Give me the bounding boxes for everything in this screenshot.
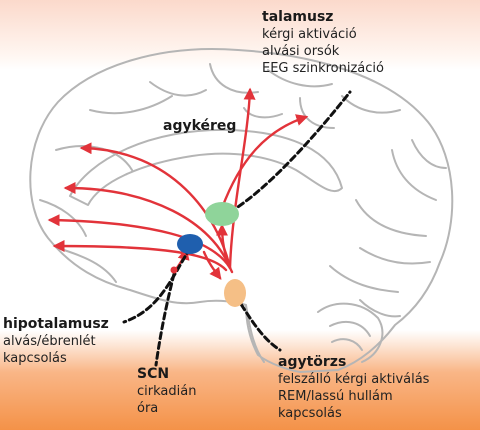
agykereg-label: agykéreg [163, 118, 236, 134]
agytorzs-line-2: REM/lassú hullám [278, 388, 429, 405]
hypothalamus-node [177, 234, 203, 254]
thalamus-node [205, 202, 239, 226]
hipotalamusz-line-2: kapcsolás [3, 350, 109, 367]
scn-title: SCN [137, 366, 196, 383]
hipotalamusz-line-1: alvás/ébrenlét [3, 333, 109, 350]
hipotalamusz-label: hipotalamusz alvás/ébrenlét kapcsolás [3, 316, 109, 367]
arrow-hypothalamus-to-brainstem [204, 252, 220, 278]
talamusz-line-2: alvási orsók [262, 43, 384, 60]
leader-lines [124, 92, 350, 365]
leader-hipotalamusz [124, 248, 190, 322]
scn-line-1: cirkadián [137, 383, 196, 400]
agytorzs-line-3: kapcsolás [278, 405, 429, 422]
corpus-callosum [70, 130, 342, 205]
agytorzs-title: agytörzs [278, 354, 429, 371]
scn-line-2: óra [137, 400, 196, 417]
agytorzs-label: agytörzs felszálló kérgi aktiválás REM/l… [278, 354, 429, 422]
talamusz-line-1: kérgi aktiváció [262, 26, 384, 43]
agytorzs-line-1: felszálló kérgi aktiválás [278, 371, 429, 388]
leader-agytorzs [236, 296, 280, 350]
hipotalamusz-title: hipotalamusz [3, 316, 109, 333]
scn-label: SCN cirkadián óra [137, 366, 196, 417]
talamusz-label: talamusz kérgi aktiváció alvási orsók EE… [262, 9, 384, 77]
talamusz-line-3: EEG szinkronizáció [262, 60, 384, 77]
talamusz-title: talamusz [262, 9, 384, 26]
scn-dot [171, 267, 178, 274]
brainstem-node [224, 279, 246, 307]
arrow-to-vertex [230, 90, 250, 268]
